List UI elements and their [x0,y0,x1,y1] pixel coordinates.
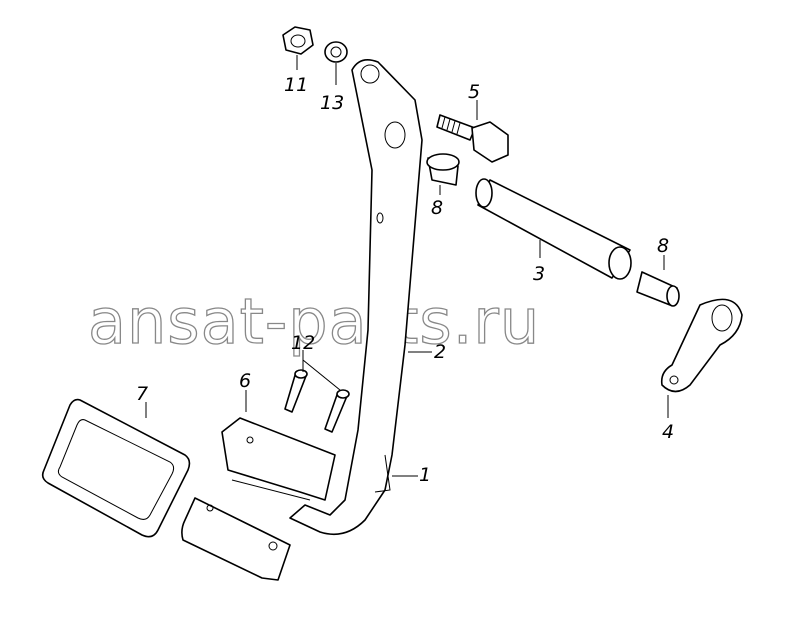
callout-7: 7 [136,383,148,405]
nut-part [282,26,314,55]
pedal-pad-part [41,398,191,538]
watermark: ansat-parts.ru [88,285,540,358]
tube-part [475,178,632,280]
callout-11: 11 [284,74,308,96]
pins-part [284,369,350,433]
callout-8-left: 8 [431,197,443,219]
lever-plate-part [660,298,743,393]
callout-12: 12 [291,332,315,354]
callout-5: 5 [468,81,480,103]
pad-plate-part [221,417,336,501]
bushing-left-part [426,153,460,186]
callout-1: 1 [419,464,431,486]
leader-lines [145,55,669,477]
callout-13: 13 [320,92,344,114]
callout-8-right: 8 [657,235,669,257]
callout-2: 2 [434,341,446,363]
lower-pad-part [181,497,291,581]
bushing-right-part [636,271,680,307]
pedal-arm-part [289,59,423,536]
washer-part [324,41,348,63]
callout-6: 6 [239,370,251,392]
bolt-part [436,114,509,163]
callout-4: 4 [662,421,674,443]
callout-3: 3 [533,263,545,285]
